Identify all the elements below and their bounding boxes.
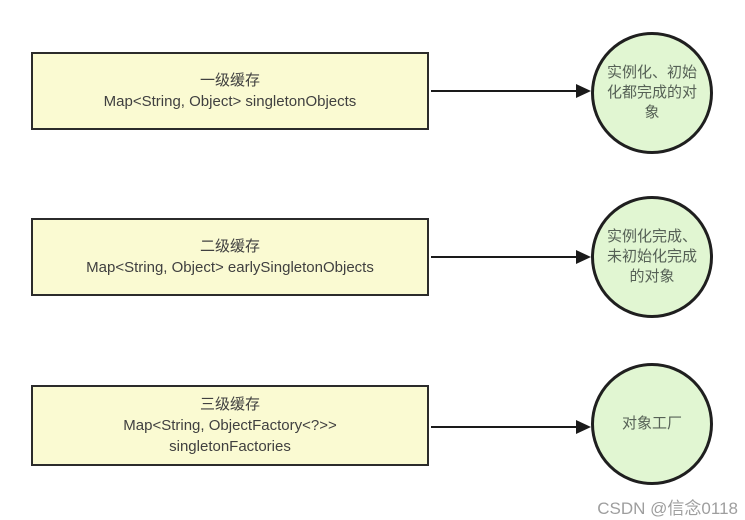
level2-cache-box: 二级缓存 Map<String, Object> earlySingletonO… xyxy=(31,218,429,296)
level3-result-label: 对象工厂 xyxy=(621,415,682,432)
level2-cache-code: Map<String, Object> earlySingletonObject… xyxy=(86,259,374,276)
level1-cache-code: Map<String, Object> singletonObjects xyxy=(103,93,357,110)
level3-arrowhead-icon xyxy=(576,420,591,434)
level2-result-label: 实例化完成、未初始化完成的对象 xyxy=(606,228,697,285)
level3-arrow xyxy=(431,420,591,434)
level1-arrowhead-icon xyxy=(576,84,591,98)
level3-cache-box: 三级缓存 Map<String, ObjectFactory<?>> singl… xyxy=(31,385,429,466)
level1-cache-title: 一级缓存 xyxy=(199,72,260,89)
level1-result-circle: 实例化、初始化都完成的对象 xyxy=(591,32,713,154)
level2-cache-title: 二级缓存 xyxy=(199,238,260,255)
level3-result-circle: 对象工厂 xyxy=(591,363,713,485)
level3-cache-title: 三级缓存 xyxy=(199,396,260,413)
level1-arrow-line xyxy=(431,90,577,92)
level2-arrow xyxy=(431,250,591,264)
level1-arrow xyxy=(431,84,591,98)
level1-cache-box: 一级缓存 Map<String, Object> singletonObject… xyxy=(31,52,429,130)
level1-result-label: 实例化、初始化都完成的对象 xyxy=(606,64,697,121)
level3-arrow-line xyxy=(431,426,577,428)
csdn-watermark: CSDN @信念0118 xyxy=(597,499,738,518)
level2-arrow-line xyxy=(431,256,577,258)
level2-arrowhead-icon xyxy=(576,250,591,264)
level3-cache-code: Map<String, ObjectFactory<?>> singletonF… xyxy=(123,417,337,455)
level2-result-circle: 实例化完成、未初始化完成的对象 xyxy=(591,196,713,318)
